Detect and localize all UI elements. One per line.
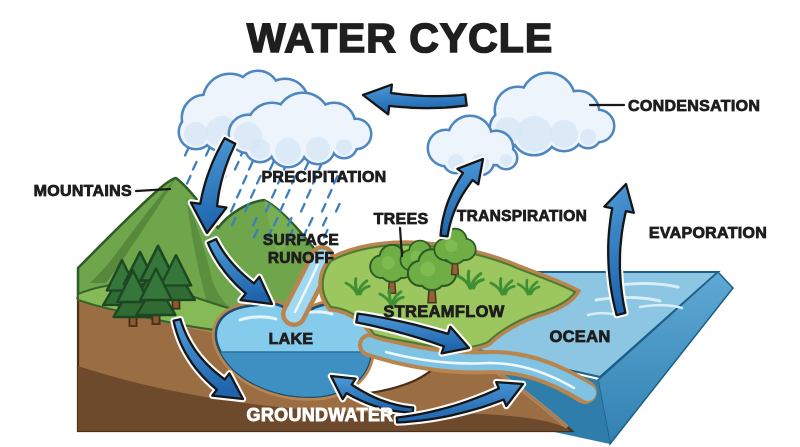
arrow-transpiration xyxy=(437,155,487,240)
arrow-condensation-flow xyxy=(359,81,470,118)
label-mountains: MOUNTAINS xyxy=(34,183,132,200)
arrow-infiltration xyxy=(170,315,247,403)
label-lake: LAKE xyxy=(269,331,314,348)
grass-tuft-icon xyxy=(516,278,541,296)
arrow-precipitation xyxy=(187,134,239,237)
label-transpiration: TRANSPIRATION xyxy=(457,208,587,225)
grass-tuft-icon xyxy=(344,277,371,296)
label-evaporation: EVAPORATION xyxy=(649,225,767,242)
grass-tuft-icon xyxy=(378,288,405,307)
label-condensation: CONDENSATION xyxy=(628,98,760,115)
deciduous-tree-icon xyxy=(406,248,458,304)
mountains-leader-line xyxy=(134,187,172,193)
label-surface-runoff-line2: RUNOFF xyxy=(268,250,334,267)
arrow-groundwater-to-ocean xyxy=(393,378,527,426)
diagram-title: WATER CYCLE xyxy=(247,15,553,61)
grass-tuft-icon xyxy=(456,269,485,290)
labels-layer: WATER CYCLE CONDENSATION MOUNTAINS PRECI… xyxy=(33,14,767,425)
runoff-river xyxy=(281,245,335,327)
label-groundwater: GROUNDWATER xyxy=(247,405,394,425)
pine-tree-icon xyxy=(135,267,177,325)
label-precipitation: PRECIPITATION xyxy=(261,169,386,186)
vegetation xyxy=(101,227,541,327)
rain-cloud-front xyxy=(227,91,373,169)
arrow-evaporation xyxy=(601,180,638,319)
label-streamflow: STREAMFLOW xyxy=(383,303,504,321)
arrow-groundwater-to-lake xyxy=(327,372,417,416)
label-surface-runoff-line1: SURFACE xyxy=(263,232,339,249)
label-trees: TREES xyxy=(374,211,429,228)
trees-leader-line xyxy=(398,226,404,258)
scene-illustration xyxy=(76,69,734,446)
arrow-streamflow xyxy=(353,310,473,357)
arrow-surface-runoff xyxy=(204,235,276,308)
grass-tuft-icon xyxy=(489,277,516,296)
label-ocean: OCEAN xyxy=(549,328,610,346)
stream-channel xyxy=(358,333,597,404)
